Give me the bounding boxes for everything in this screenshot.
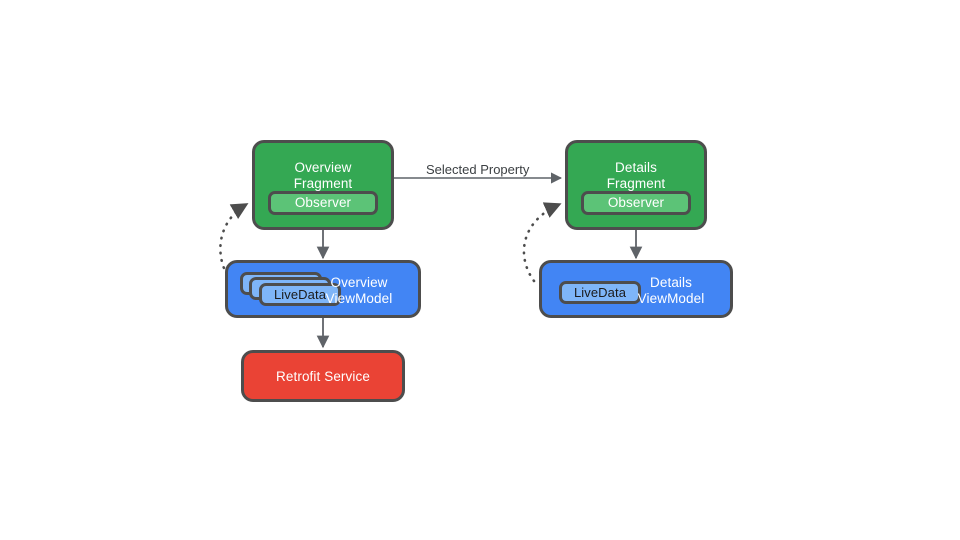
node-overview-viewmodel[interactable]: LiveData LiveData LiveData Overview View… <box>225 260 421 318</box>
details-fragment-label: Details Fragment <box>606 160 666 191</box>
details-fragment-observer[interactable]: Observer <box>581 191 691 215</box>
details-livedata[interactable]: LiveData <box>559 281 641 304</box>
node-retrofit-service[interactable]: Retrofit Service <box>241 350 405 402</box>
overview-fragment-observer[interactable]: Observer <box>268 191 378 215</box>
overview-viewmodel-label: Overview ViewModel <box>325 275 393 306</box>
details-livedata-stack: LiveData <box>559 272 667 312</box>
details-viewmodel-label: Details ViewModel <box>637 275 705 306</box>
overview-fragment-label: Overview Fragment <box>293 160 353 191</box>
details-livedata-label: LiveData <box>573 285 627 300</box>
overview-livedata-front-label: LiveData <box>273 287 327 302</box>
node-overview-fragment[interactable]: Overview Fragment Observer <box>252 140 394 230</box>
retrofit-service-label: Retrofit Service <box>276 369 370 384</box>
overview-livedata-stack: LiveData LiveData LiveData <box>240 272 348 312</box>
node-details-viewmodel[interactable]: LiveData Details ViewModel <box>539 260 733 318</box>
node-details-fragment[interactable]: Details Fragment Observer <box>565 140 707 230</box>
edge-label-selected-property: Selected Property <box>426 162 530 177</box>
overview-livedata-front[interactable]: LiveData <box>259 283 341 306</box>
